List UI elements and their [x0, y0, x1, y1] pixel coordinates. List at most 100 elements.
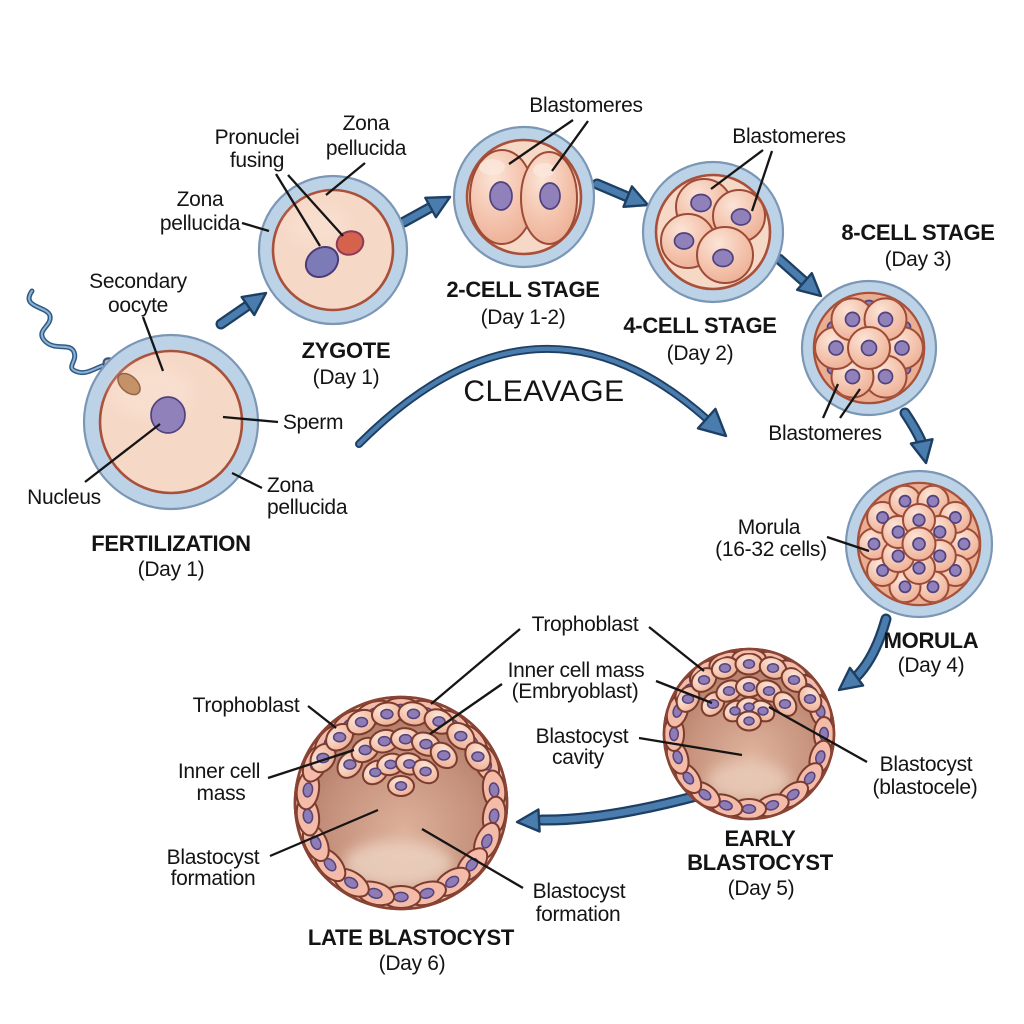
callout-lines [84, 119, 870, 889]
blastomere-nucleus [673, 232, 695, 250]
male-pronucleus [335, 230, 365, 256]
two-cell-title: 2-CELL STAGE [446, 277, 599, 302]
blastomere-nucleus [690, 193, 712, 213]
fertilization-figure [26, 288, 260, 511]
trophoblast-mid-right-line [648, 626, 705, 672]
blastocyst-cavity-label: Blastocyst [536, 725, 629, 748]
fertilization-title: FERTILIZATION [91, 531, 250, 556]
inner-cell-mass-late-label: Inner cell [178, 760, 260, 783]
morula-figure [844, 469, 994, 619]
blastomere-nucleus [489, 181, 513, 211]
arrow-zygote-to-2cell [398, 195, 452, 228]
inner-cell-mass-mid-label: Inner cell mass [508, 659, 645, 682]
blastocele-label: (blastocele) [873, 776, 978, 799]
trophoblast-mid-label: Trophoblast [532, 613, 639, 636]
two-cell-figure [452, 125, 596, 269]
late-inner-cell-mass [309, 701, 492, 797]
icm-mid-left-line [429, 683, 503, 735]
zona-pellucida-zygote-upper-label: pellucida [326, 137, 407, 160]
morula-day: (Day 4) [898, 654, 965, 677]
morula-cells-line [826, 535, 870, 553]
pronuclei-fusing-label: fusing [230, 149, 284, 172]
two-cell-day: (Day 1-2) [481, 306, 566, 329]
zona-pellucida-oocyte-label: pellucida [267, 496, 348, 519]
female-pronucleus [304, 245, 340, 279]
blastomeres-8cell-line-2 [839, 388, 861, 419]
blastomeres-8cell-label: Blastomeres [768, 422, 881, 445]
arrow-fertilization-to-zygote [215, 291, 268, 330]
four-cell-title: 4-CELL STAGE [623, 313, 776, 338]
secondary-oocyte-label: oocyte [108, 294, 168, 317]
blastomeres-4cell-line-1 [710, 149, 764, 190]
trophoblast-mid-left-line [430, 628, 521, 705]
arrow-early-to-late-blastocyst [515, 789, 706, 833]
formation-right-line [421, 828, 524, 889]
nucleus-label: Nucleus [27, 486, 101, 509]
zygote-day: (Day 1) [313, 366, 380, 389]
arrow-8cell-to-morula [899, 407, 934, 465]
blastocyst-formation-left-label: Blastocyst [167, 846, 260, 869]
zona-oocyte-line [231, 471, 263, 490]
sperm-line [222, 415, 279, 424]
fertilization-day: (Day 1) [138, 558, 205, 581]
sperm-entry-site [117, 372, 141, 396]
formation-left-line [269, 808, 379, 858]
four-cell-figure [641, 160, 785, 304]
cleavage-arrow [355, 344, 728, 448]
blastomere-nucleus [712, 248, 734, 268]
arrow-morula-to-early-blastocyst [837, 613, 892, 692]
late-blastocyst-title: LATE BLASTOCYST [308, 925, 515, 950]
zygote-title: ZYGOTE [302, 338, 391, 363]
zona-zygote-left-line [241, 221, 270, 233]
blastomere-nucleus [730, 208, 752, 226]
blastomeres-2cell-line-2 [551, 120, 589, 172]
morula-cells-label: (16-32 cells) [715, 538, 827, 561]
zona-pellucida-oocyte-label: Zona [267, 474, 314, 497]
late-blastocyst-figure [293, 695, 509, 911]
zona-pellucida-zygote-upper-label: Zona [343, 112, 390, 135]
secondary-oocyte-label: Secondary [89, 270, 187, 293]
eight-cell-title: 8-CELL STAGE [841, 220, 994, 245]
blastocyst-cavity-line [638, 736, 743, 757]
blastocele-label: Blastocyst [880, 753, 973, 776]
inner-cell-mass-late-label: mass [197, 782, 246, 805]
blastomeres-8cell-line-1 [821, 383, 840, 419]
sperm-tail [26, 288, 109, 376]
blastocyst-formation-right-label: Blastocyst [533, 880, 626, 903]
zona-pellucida-zygote-left-label: Zona [177, 188, 224, 211]
blastomeres-4cell-line-2 [750, 150, 774, 212]
pronuclei-line-2 [287, 174, 344, 237]
blastocyst-formation-left-label: formation [171, 867, 256, 890]
zona-pellucida-zygote-left-label: pellucida [160, 212, 241, 235]
pronuclei-line-1 [275, 173, 321, 247]
inner-cell-mass-mid-label: (Embryoblast) [512, 680, 639, 703]
late-blastocyst-day: (Day 6) [379, 952, 446, 975]
arrow-2cell-to-4cell [591, 178, 650, 208]
secondary-oocyte-line [141, 316, 165, 372]
sperm-label: Sperm [283, 411, 343, 434]
arrow-4cell-to-8cell [773, 253, 823, 298]
blastomeres-2cell-label: Blastomeres [529, 94, 642, 117]
early-blastocyst-title: EARLY [724, 826, 796, 851]
morula-cells-label: Morula [738, 516, 801, 539]
early-blastocyst-figure [661, 646, 837, 822]
blastomeres-4cell-label: Blastomeres [732, 125, 845, 148]
morula-title: MORULA [884, 628, 979, 653]
zona-zygote-upper-line [325, 162, 366, 196]
trophoblast-late-line [307, 705, 337, 729]
early-blastocyst-day: (Day 5) [728, 877, 795, 900]
blastocyst-formation-right-label: formation [536, 903, 621, 926]
four-cell-day: (Day 2) [667, 342, 734, 365]
eight-cell-day: (Day 3) [885, 248, 952, 271]
blastocyst-cavity-label: cavity [552, 746, 605, 769]
early-inner-cell-mass [675, 653, 823, 732]
early-blastocyst-title: BLASTOCYST [687, 850, 834, 875]
icm-mid-right-line [655, 679, 713, 705]
blastomeres-2cell-line-1 [508, 119, 574, 165]
icm-late-line [267, 748, 355, 780]
blastocele-line [768, 705, 868, 764]
nucleus-line [84, 423, 161, 483]
cleavage-label: CLEAVAGE [463, 375, 624, 408]
